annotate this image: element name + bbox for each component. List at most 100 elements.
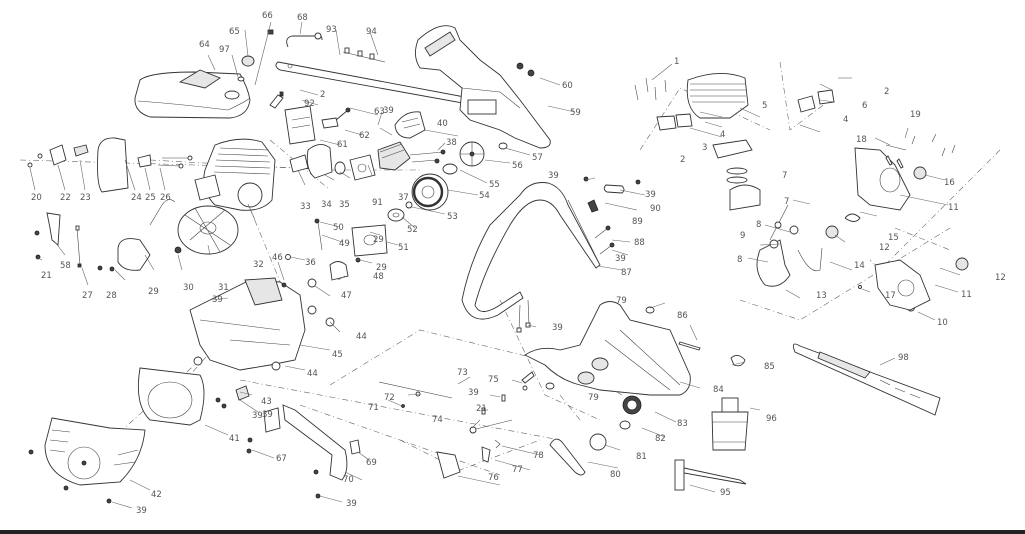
label-17[interactable]: 17 bbox=[885, 291, 896, 301]
part-oil-pump-plate-51[interactable] bbox=[351, 224, 388, 257]
label-86[interactable]: 86 bbox=[677, 311, 688, 321]
label-56[interactable]: 56 bbox=[512, 161, 523, 171]
part-brake-band-76[interactable] bbox=[436, 451, 461, 479]
part-sprocket-52[interactable] bbox=[387, 208, 405, 222]
label-68[interactable]: 68 bbox=[297, 13, 308, 23]
part-gasket-33[interactable] bbox=[289, 154, 309, 173]
label-15[interactable]: 15 bbox=[888, 233, 899, 243]
part-crankcase-11b[interactable] bbox=[874, 259, 931, 311]
part-clutch-drum-54[interactable] bbox=[411, 173, 449, 211]
label-65[interactable]: 65 bbox=[229, 27, 240, 37]
label-73[interactable]: 73 bbox=[457, 368, 468, 378]
label-39[interactable]: 39 bbox=[346, 499, 357, 509]
part-spring-78[interactable] bbox=[494, 439, 501, 449]
label-11[interactable]: 11 bbox=[948, 203, 959, 213]
label-96[interactable]: 96 bbox=[766, 414, 777, 424]
part-spark-plug[interactable] bbox=[269, 91, 284, 109]
part-top-cover[interactable] bbox=[134, 69, 251, 119]
part-studs-38[interactable] bbox=[409, 149, 446, 164]
part-pin-clip-15-17[interactable] bbox=[844, 213, 862, 289]
label-77[interactable]: 77 bbox=[512, 465, 523, 475]
part-air-box-37[interactable] bbox=[377, 141, 411, 171]
label-31[interactable]: 31 bbox=[218, 283, 229, 293]
part-bearings-8-9-12[interactable] bbox=[769, 225, 969, 312]
label-2[interactable]: 2 bbox=[680, 155, 685, 165]
part-crankshaft-13[interactable] bbox=[756, 204, 791, 287]
part-spring-43[interactable] bbox=[215, 385, 250, 409]
part-heat-shield[interactable] bbox=[284, 105, 316, 145]
label-39[interactable]: 39 bbox=[252, 411, 263, 421]
part-front-handle-87[interactable] bbox=[461, 182, 601, 320]
part-nut-20[interactable] bbox=[27, 153, 43, 168]
label-54[interactable]: 54 bbox=[479, 191, 490, 201]
label-44[interactable]: 44 bbox=[307, 369, 318, 379]
label-11[interactable]: 11 bbox=[961, 290, 972, 300]
label-47[interactable]: 47 bbox=[341, 291, 352, 301]
part-spring-74[interactable] bbox=[469, 419, 513, 434]
part-bushing-36[interactable] bbox=[285, 254, 291, 260]
part-air-filter-40[interactable] bbox=[394, 111, 426, 139]
label-92[interactable]: 92 bbox=[304, 99, 315, 109]
part-spark-arrestor-22[interactable] bbox=[49, 144, 89, 166]
label-72[interactable]: 72 bbox=[384, 393, 395, 403]
label-39[interactable]: 39 bbox=[383, 106, 394, 116]
part-bolts-1[interactable] bbox=[634, 77, 667, 101]
label-60[interactable]: 60 bbox=[562, 81, 573, 91]
part-brake-spring-75[interactable] bbox=[521, 371, 535, 391]
label-83[interactable]: 83 bbox=[677, 419, 688, 429]
part-oil-bottle-96[interactable] bbox=[711, 397, 749, 451]
part-muffler-24[interactable] bbox=[97, 137, 129, 193]
label-35[interactable]: 35 bbox=[339, 200, 350, 210]
part-washer-47[interactable] bbox=[307, 278, 317, 288]
label-28[interactable]: 28 bbox=[106, 291, 117, 301]
label-80[interactable]: 80 bbox=[610, 470, 621, 480]
label-89[interactable]: 89 bbox=[632, 217, 643, 227]
part-oil-pump-83[interactable] bbox=[622, 395, 642, 415]
label-39[interactable]: 39 bbox=[548, 171, 559, 181]
part-lever-77[interactable] bbox=[481, 446, 491, 463]
label-41[interactable]: 41 bbox=[229, 434, 240, 444]
label-53[interactable]: 53 bbox=[447, 212, 458, 222]
label-44[interactable]: 44 bbox=[356, 332, 367, 342]
part-bracket-62[interactable] bbox=[321, 117, 339, 129]
part-pulse-line-14[interactable] bbox=[797, 247, 823, 272]
part-carburetor-34[interactable] bbox=[306, 144, 333, 179]
label-24[interactable]: 24 bbox=[131, 193, 142, 203]
label-50[interactable]: 50 bbox=[333, 223, 344, 233]
label-29[interactable]: 29 bbox=[373, 235, 384, 245]
label-10[interactable]: 10 bbox=[937, 318, 948, 328]
part-main-housing-84[interactable] bbox=[524, 301, 691, 396]
label-85[interactable]: 85 bbox=[764, 362, 775, 372]
label-39[interactable]: 39 bbox=[136, 506, 147, 516]
label-4[interactable]: 4 bbox=[843, 115, 848, 125]
label-64[interactable]: 64 bbox=[199, 40, 210, 50]
part-crankcase-11a[interactable] bbox=[854, 147, 911, 211]
part-throttle-rod-27[interactable] bbox=[75, 225, 82, 268]
label-93[interactable]: 93 bbox=[326, 25, 337, 35]
part-wrench-95[interactable] bbox=[674, 459, 747, 491]
part-bearing-57[interactable] bbox=[498, 142, 508, 150]
label-79[interactable]: 79 bbox=[588, 393, 599, 403]
label-18[interactable]: 18 bbox=[856, 135, 867, 145]
part-clutch-56[interactable] bbox=[459, 141, 485, 167]
label-12[interactable]: 12 bbox=[879, 243, 890, 253]
label-82[interactable]: 82 bbox=[655, 434, 666, 444]
part-rear-handle-29[interactable] bbox=[97, 199, 176, 272]
label-71[interactable]: 71 bbox=[368, 403, 379, 413]
part-pin-86[interactable] bbox=[678, 341, 701, 351]
label-40[interactable]: 40 bbox=[437, 119, 448, 129]
part-intake-3-4[interactable] bbox=[656, 89, 835, 131]
label-55[interactable]: 55 bbox=[489, 180, 500, 190]
part-starter-42[interactable] bbox=[28, 417, 146, 504]
label-84[interactable]: 84 bbox=[713, 385, 724, 395]
part-brake-lever-70[interactable] bbox=[282, 404, 348, 499]
label-42[interactable]: 42 bbox=[151, 490, 162, 500]
label-90[interactable]: 90 bbox=[650, 204, 661, 214]
part-carburetor-91[interactable] bbox=[349, 154, 376, 181]
label-39[interactable]: 39 bbox=[615, 254, 626, 264]
label-88[interactable]: 88 bbox=[634, 238, 645, 248]
label-8[interactable]: 8 bbox=[756, 220, 761, 230]
label-39[interactable]: 39 bbox=[262, 410, 273, 420]
part-bolts-18-19[interactable] bbox=[885, 133, 956, 169]
part-damper-69[interactable] bbox=[349, 439, 361, 455]
